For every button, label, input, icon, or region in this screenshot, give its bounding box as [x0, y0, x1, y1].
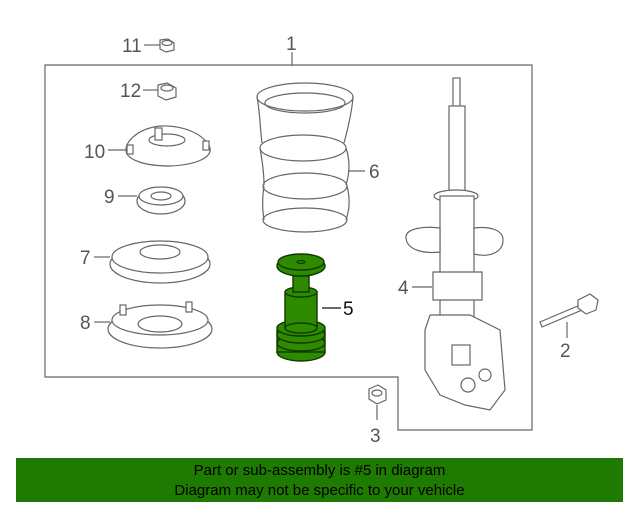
bump-stop-5-icon — [276, 253, 326, 362]
callout-1: 1 — [286, 34, 297, 55]
bearing-9-icon — [136, 186, 186, 215]
callout-5: 5 — [343, 299, 354, 320]
callout-12: 12 — [120, 81, 141, 102]
callout-11: 11 — [122, 36, 142, 57]
banner-line-1: Part or sub-assembly is #5 in diagram — [193, 462, 446, 479]
callout-9: 9 — [104, 187, 115, 208]
callout-3: 3 — [370, 426, 381, 447]
parts-diagram: 1 11 12 10 9 7 8 — [44, 34, 599, 447]
upper-mount-10-icon — [125, 125, 211, 167]
callout-10: 10 — [84, 142, 105, 163]
lower-insulator-8-icon — [107, 301, 213, 349]
coil-spring-6-icon — [256, 82, 354, 233]
nut-12-icon — [157, 82, 177, 101]
callout-6: 6 — [369, 162, 380, 183]
callout-8: 8 — [80, 313, 91, 334]
assembly-outline — [44, 64, 533, 431]
bolt-2-icon — [539, 293, 599, 328]
strut-assembly-4-icon — [405, 77, 506, 411]
banner-line-2: Diagram may not be specific to your vehi… — [174, 482, 465, 499]
spring-seat-7-icon — [109, 240, 211, 284]
nut-11-icon — [159, 38, 175, 53]
callout-2: 2 — [560, 341, 571, 362]
callout-4: 4 — [398, 278, 409, 299]
nut-3-icon — [368, 384, 387, 405]
callout-7: 7 — [80, 248, 91, 269]
info-banner: Part or sub-assembly is #5 in diagram Di… — [16, 458, 623, 502]
